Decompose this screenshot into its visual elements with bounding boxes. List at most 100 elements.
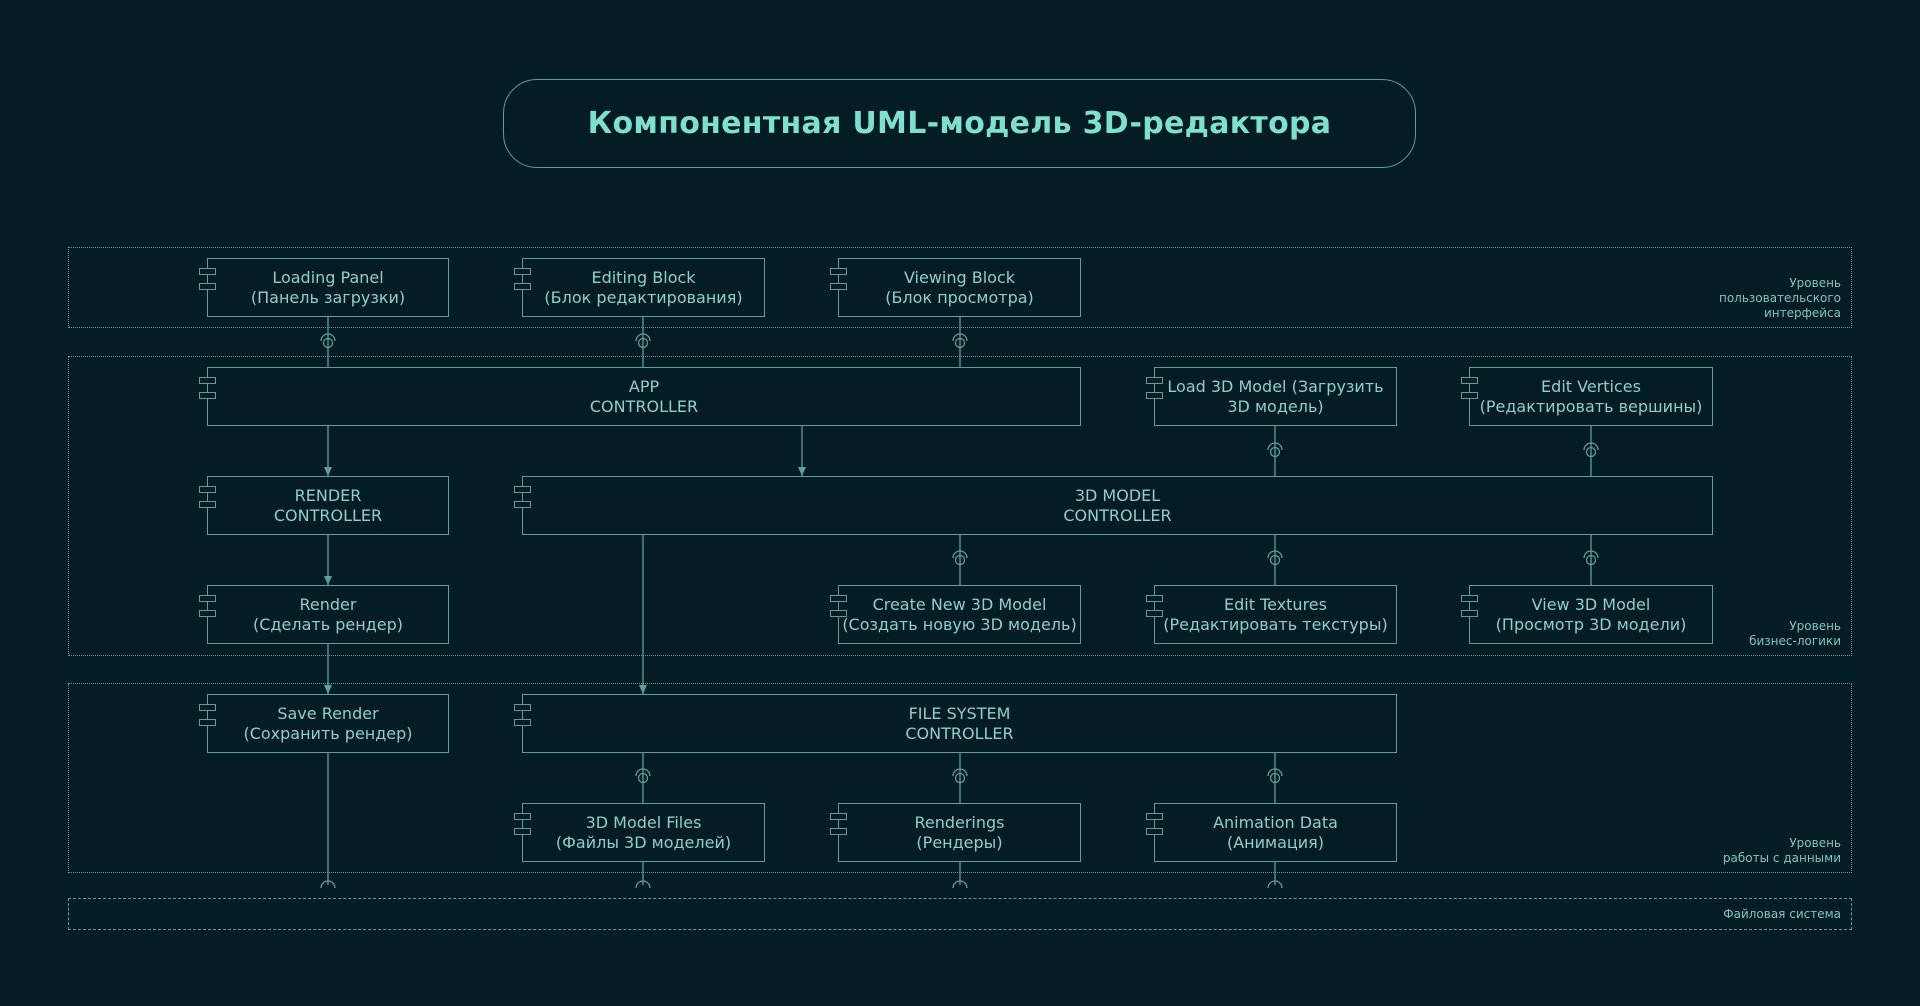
- interface-socket: [952, 550, 968, 559]
- component-icon-tab: [199, 595, 216, 602]
- component-icon-tab: [1461, 392, 1478, 399]
- interface-socket: [952, 880, 968, 889]
- component-icon-tab: [514, 283, 531, 290]
- component-icon-tab: [1146, 392, 1163, 399]
- interface-socket: [635, 768, 651, 777]
- component-title: Create New 3D Model: [872, 594, 1047, 614]
- component-loading-panel[interactable]: Loading Panel (Панель загрузки): [199, 258, 449, 317]
- component-subtitle: CONTROLLER: [905, 723, 1014, 743]
- component-3d-model-files[interactable]: 3D Model Files (Файлы 3D моделей): [514, 803, 765, 862]
- interface-lollipop: [637, 337, 649, 349]
- component-icon-tab: [1146, 595, 1163, 602]
- component-icon-tab: [514, 813, 531, 820]
- component-title: Viewing Block: [903, 267, 1016, 287]
- component-subtitle: (Сохранить рендер): [243, 723, 413, 743]
- layer-ui-label: Уровень пользовательского интерфейса: [1718, 276, 1841, 320]
- component-subtitle: 3D модель): [1227, 396, 1324, 416]
- interface-lollipop: [1269, 446, 1281, 458]
- component-title: Editing Block: [591, 267, 696, 287]
- interface-lollipop: [637, 772, 649, 784]
- component-edit-textures[interactable]: Edit Textures (Редактировать текстуры): [1146, 585, 1397, 644]
- component-file-system-controller[interactable]: FILE SYSTEM CONTROLLER: [514, 694, 1397, 753]
- component-edit-vertices[interactable]: Edit Vertices (Редактировать вершины): [1461, 367, 1713, 426]
- component-title: Loading Panel: [272, 267, 384, 287]
- component-title: Animation Data: [1213, 812, 1338, 832]
- interface-socket: [952, 768, 968, 777]
- component-load-3d-model[interactable]: Load 3D Model (Загрузить 3D модель): [1146, 367, 1397, 426]
- component-icon-tab: [830, 283, 847, 290]
- interface-lollipop: [322, 337, 334, 349]
- interface-lollipop: [1269, 554, 1281, 566]
- component-subtitle: CONTROLLER: [589, 396, 699, 416]
- component-subtitle: (Редактировать текстуры): [1163, 614, 1388, 634]
- component-save-render[interactable]: Save Render (Сохранить рендер): [199, 694, 449, 753]
- component-icon-tab: [830, 610, 847, 617]
- interface-socket: [635, 880, 651, 889]
- component-subtitle: (Рендеры): [916, 832, 1003, 852]
- component-icon-tab: [199, 392, 216, 399]
- component-icon-tab: [830, 268, 847, 275]
- component-view-3d-model[interactable]: View 3D Model (Просмотр 3D модели): [1461, 585, 1713, 644]
- component-icon-tab: [830, 813, 847, 820]
- layer-business: Уровень бизнес-логики: [68, 356, 1852, 656]
- diagram-title: Компонентная UML-модель 3D-редактора: [587, 106, 1332, 141]
- component-icon-tab: [514, 268, 531, 275]
- component-title: Load 3D Model (Загрузить: [1167, 376, 1384, 396]
- component-editing-block[interactable]: Editing Block (Блок редактирования): [514, 258, 765, 317]
- component-icon-tab: [199, 719, 216, 726]
- component-viewing-block[interactable]: Viewing Block (Блок просмотра): [830, 258, 1081, 317]
- component-icon-tab: [1461, 595, 1478, 602]
- interface-socket: [1267, 442, 1283, 451]
- component-icon-tab: [1461, 377, 1478, 384]
- component-icon-tab: [1146, 377, 1163, 384]
- component-title: APP: [628, 376, 660, 396]
- component-app-controller[interactable]: APP CONTROLLER: [199, 367, 1081, 426]
- component-animation-data[interactable]: Animation Data (Анимация): [1146, 803, 1397, 862]
- component-icon-tab: [199, 501, 216, 508]
- component-title: FILE SYSTEM: [908, 703, 1011, 723]
- component-title: Render: [299, 594, 357, 614]
- component-subtitle: (Файлы 3D моделей): [555, 832, 732, 852]
- interface-lollipop: [954, 554, 966, 566]
- component-render-controller[interactable]: RENDER CONTROLLER: [199, 476, 449, 535]
- component-icon-tab: [514, 501, 531, 508]
- component-renderings[interactable]: Renderings (Рендеры): [830, 803, 1081, 862]
- component-icon-tab: [514, 719, 531, 726]
- component-subtitle: CONTROLLER: [273, 505, 383, 525]
- component-icon-tab: [514, 704, 531, 711]
- component-icon-tab: [199, 377, 216, 384]
- interface-socket: [952, 333, 968, 342]
- component-render[interactable]: Render (Сделать рендер): [199, 585, 449, 644]
- component-title: 3D MODEL: [1074, 485, 1161, 505]
- layer-business-label: Уровень бизнес-логики: [1749, 619, 1841, 648]
- interface-lollipop: [954, 337, 966, 349]
- component-subtitle: (Сделать рендер): [253, 614, 403, 634]
- component-icon-tab: [830, 828, 847, 835]
- component-icon-tab: [1146, 610, 1163, 617]
- layer-ui: Уровень пользовательского интерфейса: [68, 247, 1852, 328]
- layer-file-system: Файловая система: [68, 898, 1852, 930]
- title-box: Компонентная UML-модель 3D-редактора: [503, 79, 1416, 168]
- component-subtitle: (Редактировать вершины): [1479, 396, 1703, 416]
- component-icon-tab: [199, 268, 216, 275]
- interface-socket: [1267, 880, 1283, 889]
- component-create-new-3d-model[interactable]: Create New 3D Model (Создать новую 3D мо…: [830, 585, 1081, 644]
- component-subtitle: (Блок редактирования): [544, 287, 743, 307]
- component-icon-tab: [199, 486, 216, 493]
- interface-socket: [320, 333, 336, 342]
- interface-socket: [1583, 442, 1599, 451]
- component-3d-model-controller[interactable]: 3D MODEL CONTROLLER: [514, 476, 1713, 535]
- interface-lollipop: [954, 772, 966, 784]
- interface-socket: [1267, 768, 1283, 777]
- component-icon-tab: [514, 486, 531, 493]
- component-title: Edit Textures: [1224, 594, 1327, 614]
- component-icon-tab: [1461, 610, 1478, 617]
- layer-data: Уровень работы с данными: [68, 683, 1852, 873]
- interface-lollipop: [1585, 554, 1597, 566]
- interface-lollipop: [1269, 772, 1281, 784]
- component-icon-tab: [199, 283, 216, 290]
- component-icon-tab: [514, 828, 531, 835]
- component-icon-tab: [199, 610, 216, 617]
